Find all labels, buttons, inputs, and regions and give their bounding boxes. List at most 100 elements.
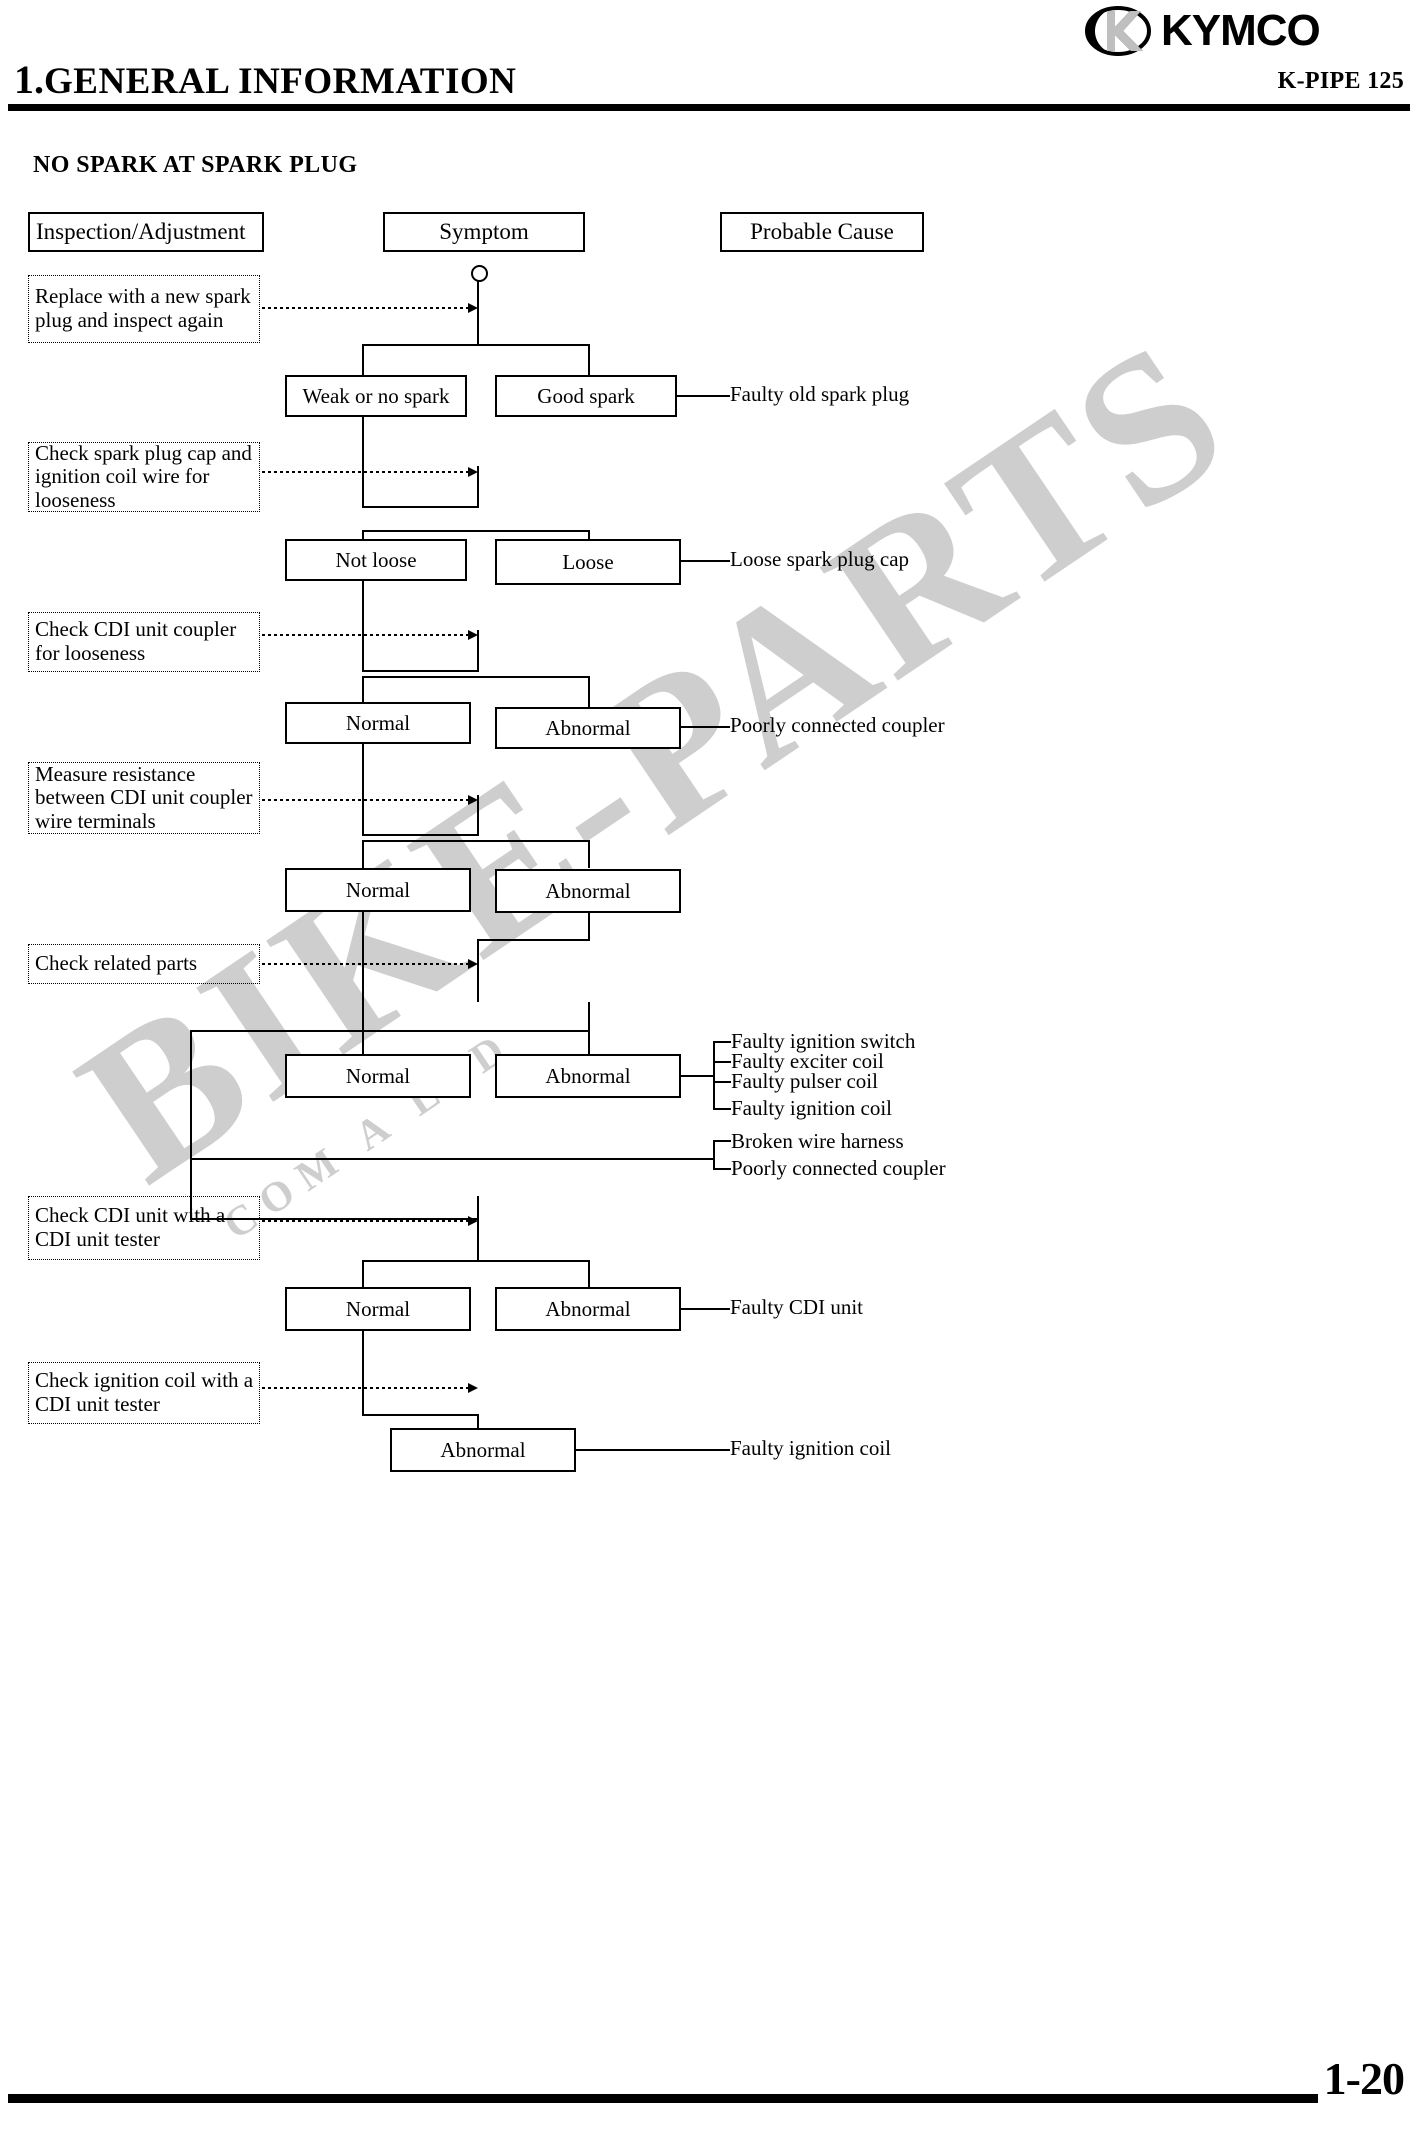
chapter-number: 1. (14, 57, 44, 102)
flow-start-circle-icon (471, 265, 488, 282)
inspection-box-3: Check CDI unit coupler for looseness (28, 612, 260, 672)
connector-riser-4 (477, 795, 479, 836)
inspection-box-4: Measure resistance between CDI unit coup… (28, 762, 260, 834)
connector-jog-2 (362, 670, 479, 672)
cause-label-faulty-ignition-coil-2: Faulty ignition coil (730, 1436, 891, 1460)
connector-split-left-3 (362, 676, 364, 703)
connector-split-bar-3 (362, 676, 590, 678)
connector-cause-5-spine (713, 1140, 715, 1170)
inspection-box-1: Replace with a new spark plug and inspec… (28, 275, 260, 343)
cause-label-loose-spark-plug-cap: Loose spark plug cap (730, 547, 910, 571)
connector-cause-5a (713, 1140, 731, 1142)
cause-label-broken-wire-harness: Broken wire harness (731, 1129, 904, 1153)
connector-cause-4d (713, 1108, 731, 1110)
connector-cause-4-spine (713, 1041, 715, 1110)
inspection-box-5: Check related parts (28, 944, 260, 984)
connector-jog-6 (362, 1414, 479, 1416)
symptom-box-related-abnormal: Abnormal (495, 1054, 681, 1098)
arrow-inspection-6 (262, 1216, 478, 1226)
inspection-box-2: Check spark plug cap and ignition coil w… (28, 441, 260, 512)
connector-riser-6 (477, 1196, 479, 1262)
header-rule (8, 104, 1410, 111)
connector-split-bar-5 (362, 1030, 590, 1032)
arrow-inspection-2 (262, 467, 478, 477)
symptom-box-cdi-abnormal: Abnormal (495, 1287, 681, 1331)
symptom-box-good-spark: Good spark (495, 375, 677, 417)
arrow-inspection-3 (262, 630, 478, 640)
symptom-box-resistance-normal: Normal (285, 868, 471, 912)
chapter-title: GENERAL INFORMATION (44, 61, 517, 102)
cause-label-poorly-connected-coupler-1: Poorly connected coupler (730, 713, 945, 737)
connector-split-right-5 (588, 1002, 590, 1056)
arrow-inspection-5 (262, 959, 478, 969)
connector-split-left-1 (362, 344, 364, 376)
connector-split-right-4 (588, 840, 590, 868)
connector-split-bar-1 (362, 344, 590, 346)
connector-cause-4-stem (681, 1075, 715, 1077)
connector-cause-2 (681, 560, 730, 562)
connector-split-right-2 (588, 530, 590, 544)
connector-down-1 (362, 417, 364, 508)
symptom-box-related-normal: Normal (285, 1054, 471, 1098)
connector-split-right-3 (588, 676, 590, 708)
connector-split-right-1 (588, 344, 590, 376)
symptom-box-not-loose: Not loose (285, 539, 467, 581)
cause-label-faulty-ignition-coil-1: Faulty ignition coil (731, 1096, 892, 1120)
connector-cause-3 (681, 726, 730, 728)
cause-label-faulty-exciter-coil: Faulty exciter coil (731, 1049, 884, 1073)
connector-cause-6 (681, 1308, 730, 1310)
connector-abnormal-down-4 (588, 913, 590, 941)
connector-split-left-5 (362, 1030, 364, 1056)
column-header-inspection: Inspection/Adjustment (28, 212, 264, 252)
arrow-inspection-1 (262, 303, 478, 313)
connector-start-stem (477, 278, 479, 344)
footer-rule (8, 2094, 1318, 2103)
symptom-box-coupler-normal: Normal (285, 702, 471, 744)
kymco-oval-icon (1085, 6, 1151, 56)
page-number: 1-20 (1323, 2053, 1405, 2104)
connector-riser-2 (477, 466, 479, 508)
column-header-cause: Probable Cause (720, 212, 924, 252)
symptom-box-final-abnormal: Abnormal (390, 1428, 576, 1472)
connector-cause-4b (713, 1061, 731, 1063)
cause-label-faulty-cdi-unit: Faulty CDI unit (730, 1295, 864, 1319)
connector-jog-1 (362, 506, 479, 508)
connector-split-bar-4 (362, 840, 590, 842)
connector-riser-5 (477, 939, 479, 1002)
connector-split-bar-2 (362, 530, 590, 532)
inspection-box-7: Check ignition coil with a CDI unit test… (28, 1362, 260, 1424)
cause-label-faulty-old-spark-plug: Faulty old spark plug (730, 382, 910, 406)
kymco-logo: KYMCO (1085, 4, 1407, 58)
column-header-symptom: Symptom (383, 212, 585, 252)
cause-label-faulty-ignition-switch: Faulty ignition switch (731, 1029, 916, 1053)
connector-down-6 (362, 1331, 364, 1416)
connector-split-right-6 (588, 1260, 590, 1288)
symptom-box-cdi-normal: Normal (285, 1287, 471, 1331)
connector-split-left-2 (362, 530, 364, 544)
cause-label-faulty-pulser-coil: Faulty pulser coil (731, 1069, 878, 1093)
connector-abnormal-jog-4 (477, 939, 590, 941)
symptom-box-weak-or-no-spark: Weak or no spark (285, 375, 467, 417)
connector-cause-5-stem (190, 1158, 713, 1160)
connector-left-rail-bottom (190, 1218, 479, 1220)
connector-cause-4c (713, 1081, 731, 1083)
symptom-box-coupler-abnormal: Abnormal (495, 707, 681, 749)
connector-split-left-6 (362, 1260, 364, 1288)
connector-left-rail-top (190, 1030, 364, 1032)
kymco-wordmark: KYMCO (1161, 6, 1321, 55)
page-title: 1.GENERAL INFORMATION (14, 56, 516, 103)
connector-cause-1 (677, 395, 730, 397)
connector-down-2 (362, 581, 364, 672)
cause-label-poorly-connected-coupler-2: Poorly connected coupler (731, 1156, 946, 1180)
connector-cause-5b (713, 1168, 731, 1170)
connector-down-4 (362, 912, 364, 1032)
connector-down-3 (362, 744, 364, 836)
model-name: K-PIPE 125 (1277, 68, 1404, 94)
connector-cause-4a (713, 1041, 731, 1043)
connector-cause-7 (576, 1449, 730, 1451)
connector-split-left-4 (362, 840, 364, 868)
symptom-box-resistance-abnormal: Abnormal (495, 869, 681, 913)
connector-riser-3 (477, 630, 479, 672)
symptom-box-loose: Loose (495, 539, 681, 585)
